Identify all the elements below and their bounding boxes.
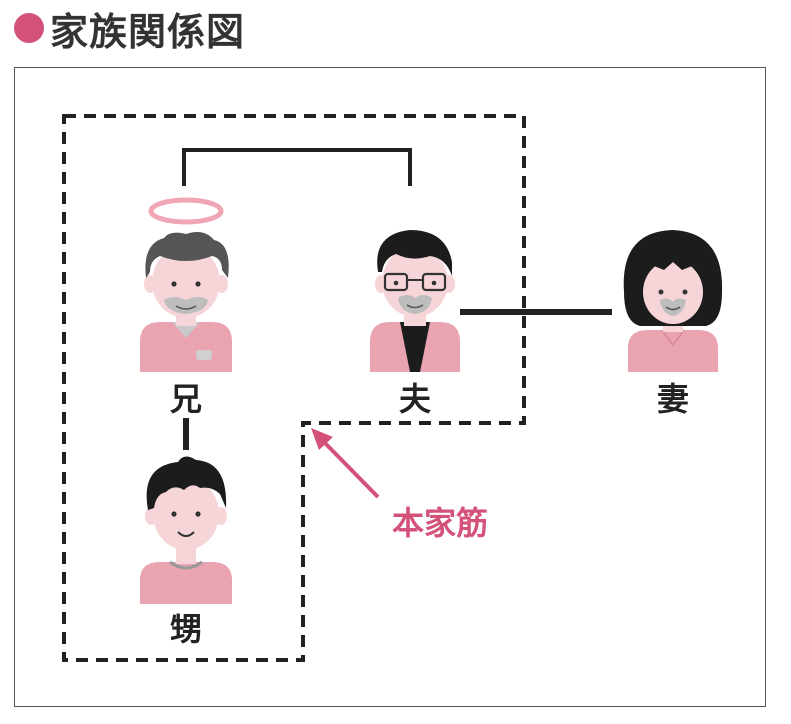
person-label-husband: 夫 <box>398 380 432 418</box>
page-title: 家族関係図 <box>50 9 246 54</box>
deceased-grandfather-icon <box>140 197 232 372</box>
person-label-nephew: 甥 <box>169 610 203 648</box>
annotation-label: 本家筋 <box>391 504 489 542</box>
title-bullet-icon <box>14 13 44 43</box>
boy-icon <box>140 456 232 604</box>
annotation-arrow <box>311 428 380 499</box>
woman-icon <box>623 230 723 372</box>
sibling-connector <box>182 148 412 186</box>
person-label-brother: 兄 <box>169 380 203 418</box>
header: 家族関係図 <box>14 6 245 54</box>
diagram-frame <box>14 67 766 707</box>
main-lineage-boundary <box>62 114 526 662</box>
person-label-wife: 妻 <box>656 380 690 418</box>
man-with-glasses-icon <box>370 230 460 372</box>
